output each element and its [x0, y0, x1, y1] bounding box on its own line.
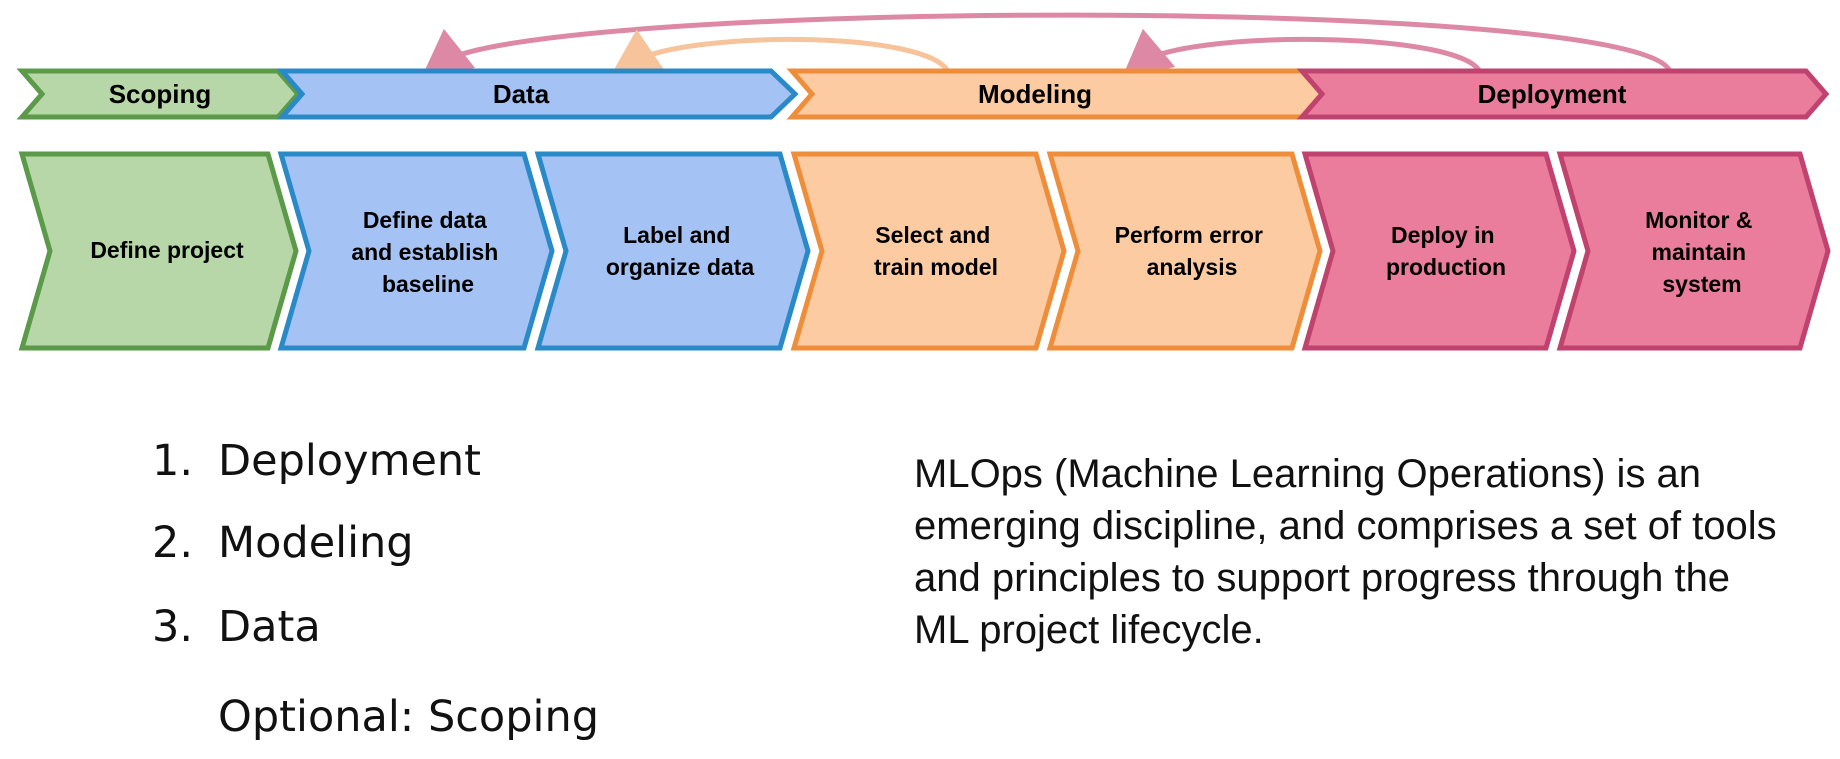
step-line: baseline — [382, 271, 474, 297]
list-label: Optional: Scoping — [218, 692, 599, 742]
list-item: 2. Modeling — [152, 518, 414, 568]
svg-text:Label and organize data: Label and organize data — [606, 222, 754, 280]
phase-data: Data — [276, 68, 799, 120]
list-item: 1. Deployment — [152, 436, 481, 486]
list-number: 2. — [152, 518, 194, 568]
svg-text:Select and train model: Select and train model — [874, 222, 998, 280]
step-line: organize data — [606, 254, 754, 280]
step-define-data-establish-baseline: Define data and establish baseline — [277, 151, 555, 351]
step-deploy-in-production: Deploy in production — [1301, 151, 1577, 351]
step-line: train model — [874, 254, 998, 280]
step-line: maintain — [1652, 239, 1747, 265]
phase-label: Data — [493, 79, 550, 109]
feedback-arrow-modeling-to-data — [609, 29, 951, 79]
list-label: Data — [218, 602, 321, 652]
list-label: Modeling — [218, 518, 414, 568]
list-number: 3. — [152, 602, 194, 652]
phase-label: Modeling — [978, 79, 1092, 109]
step-label-organize-data: Label and organize data — [534, 151, 811, 351]
svg-text:Define data and establis: Define data and establish baseline — [351, 207, 504, 297]
step-perform-error-analysis: Perform error analysis — [1046, 151, 1323, 351]
phase-scoping: Scoping — [16, 68, 302, 120]
svg-text:Perform error analysis: Perform error analysis — [1115, 222, 1270, 280]
feedback-arrow-deployment-to-data — [420, 12, 1673, 80]
step-line: Define project — [90, 237, 244, 263]
list-item: 3. Data — [152, 602, 321, 652]
phase-label: Deployment — [1478, 79, 1627, 109]
list-label: Deployment — [218, 436, 482, 486]
list-number: 1. — [152, 436, 194, 486]
phase-label: Scoping — [109, 79, 212, 109]
list-item: Optional: Scoping — [152, 692, 599, 742]
step-line: Define data — [363, 207, 487, 233]
svg-text:Monitor & maintain: Monitor & maintain system — [1645, 207, 1759, 297]
step-line: and establish — [351, 239, 498, 265]
mlops-description: MLOps (Machine Learning Operations) is a… — [914, 452, 1777, 652]
step-line: Select and — [875, 222, 990, 248]
step-select-train-model: Select and train model — [790, 151, 1067, 351]
svg-text:Deploy in production: Deploy in production — [1386, 222, 1506, 280]
step-line: production — [1386, 254, 1506, 280]
step-line: Perform error — [1115, 222, 1263, 248]
step-line: system — [1662, 271, 1741, 297]
step-define-project: Define project — [18, 151, 299, 351]
step-monitor-maintain-system: Monitor & maintain system — [1556, 151, 1831, 351]
svg-text:Define project: Define project — [90, 237, 244, 263]
phase-modeling: Modeling — [786, 68, 1326, 120]
step-line: Label and — [623, 222, 730, 248]
phase-deployment: Deployment — [1296, 68, 1830, 120]
step-line: Monitor & — [1645, 207, 1752, 233]
ml-lifecycle-diagram: Scoping Data Modeling Deployment Define … — [16, 12, 1831, 351]
feedback-arrow-deployment-to-modeling — [1120, 28, 1483, 81]
step-line: analysis — [1147, 254, 1238, 280]
step-line: Deploy in — [1391, 222, 1495, 248]
